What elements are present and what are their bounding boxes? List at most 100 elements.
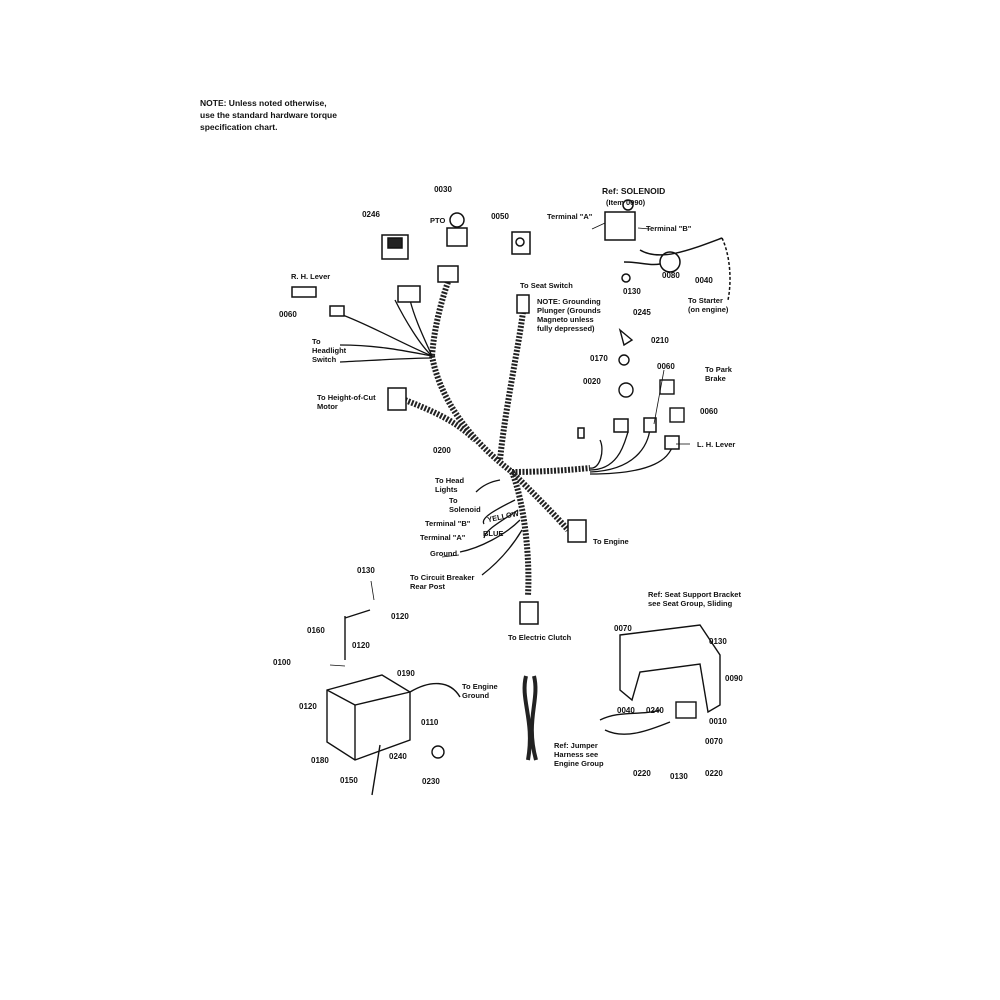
part-0060-label-b: 0060 <box>657 362 675 371</box>
part-0210-label: 0210 <box>651 336 669 345</box>
label-line: Solenoid <box>449 505 481 514</box>
part-0120-label-c: 0120 <box>299 702 317 711</box>
label-line: Harness see <box>554 750 599 759</box>
part-0230-label: 0230 <box>422 777 440 786</box>
part-0170-label: 0170 <box>590 354 608 363</box>
part-0130-label-d: 0130 <box>670 772 688 781</box>
to-starter-label: To Starter (on engine) <box>688 296 728 314</box>
part-0060-label-a: 0060 <box>279 310 297 319</box>
terminal-a-mid-label: Terminal "A" <box>420 533 466 542</box>
part-0050-label: 0050 <box>491 212 509 221</box>
part-0130-label-a: 0130 <box>623 287 641 296</box>
circuit-breaker-label: To Circuit Breaker Rear Post <box>410 573 474 591</box>
ref-solenoid-label: Ref: SOLENOID <box>602 186 666 196</box>
terminal-b-top-label: Terminal "B" <box>646 224 692 233</box>
thin-wires <box>339 299 673 576</box>
to-engine-ground-label: To Engine Ground <box>462 682 498 700</box>
part-0020-label: 0020 <box>583 377 601 386</box>
part-0240-label-b: 0240 <box>646 706 664 715</box>
part-0010-label: 0010 <box>709 717 727 726</box>
item-0090-label: (Item 0090) <box>606 198 646 207</box>
electric-clutch-label: To Electric Clutch <box>508 633 572 642</box>
part-0220-label-b: 0220 <box>705 769 723 778</box>
part-0120-label-b: 0120 <box>352 641 370 650</box>
part-0080-label: 0080 <box>662 271 680 280</box>
battery-0180 <box>326 609 461 796</box>
part-0180-label: 0180 <box>311 756 329 765</box>
part-0120-label-a: 0120 <box>391 612 409 621</box>
label-line: Lights <box>435 485 458 494</box>
part-0090-label: 0090 <box>725 674 743 683</box>
part-0240-label-a: 0240 <box>389 752 407 761</box>
seat-switch-0050 <box>511 231 531 255</box>
label-line: see Seat Group, Sliding <box>648 599 733 608</box>
label-line: (on engine) <box>688 305 729 314</box>
part-0246-label: 0246 <box>362 210 380 219</box>
label-line: Brake <box>705 374 726 383</box>
grounding-note: NOTE: Grounding Plunger (Grounds Magneto… <box>537 297 601 333</box>
label-line: Magneto unless <box>537 315 594 324</box>
lh-lever-label: L. H. Lever <box>697 440 736 449</box>
small-parts <box>618 328 685 423</box>
part-0030-label: 0030 <box>434 185 452 194</box>
to-park-brake-label: To Park Brake <box>705 365 732 383</box>
part-0190-label: 0190 <box>397 669 415 678</box>
part-0220-label-a: 0220 <box>633 769 651 778</box>
label-line: To <box>449 496 458 505</box>
pto-switch-0030 <box>446 212 468 247</box>
part-0070-label-b: 0070 <box>705 737 723 746</box>
part-0040-label-a: 0040 <box>695 276 713 285</box>
part-0040-label-b: 0040 <box>617 706 635 715</box>
to-head-lights-label: To Head Lights <box>435 476 464 494</box>
terminal-a-top-label: Terminal "A" <box>547 212 593 221</box>
ref-seat-support-label: Ref: Seat Support Bracket see Seat Group… <box>648 590 741 608</box>
blue-wire-label: BLUE <box>483 529 504 538</box>
main-harness-0200 <box>403 281 591 596</box>
jumper-harness-label: Ref: Jumper Harness see Engine Group <box>554 741 604 768</box>
solenoid-0090 <box>604 199 731 301</box>
harness-connectors <box>329 265 680 625</box>
note-line-3: specification chart. <box>200 122 278 132</box>
label-line: Rear Post <box>410 582 446 591</box>
note-line-1: NOTE: Unless noted otherwise, <box>200 98 327 108</box>
headlight-switch-label: To Headlight Switch <box>312 337 346 364</box>
leader-lines <box>329 222 690 667</box>
label-line: Engine Group <box>554 759 604 768</box>
part-0070-label-a: 0070 <box>614 624 632 633</box>
seat-switch-label: To Seat Switch <box>520 281 573 290</box>
label-line: Plunger (Grounds <box>537 306 601 315</box>
part-0200-label: 0200 <box>433 446 451 455</box>
label-line: To Starter <box>688 296 723 305</box>
part-0150-label: 0150 <box>340 776 358 785</box>
to-solenoid-label: To Solenoid <box>449 496 481 514</box>
note-line-2: use the standard hardware torque <box>200 110 337 120</box>
label-line: To Engine <box>462 682 498 691</box>
jumper-harness <box>522 675 538 761</box>
label-line: Switch <box>312 355 337 364</box>
torque-note: NOTE: Unless noted otherwise, use the st… <box>200 97 337 133</box>
label-line: Headlight <box>312 346 347 355</box>
label-line: To Park <box>705 365 732 374</box>
label-line: To Circuit Breaker <box>410 573 475 582</box>
label-line: To Head <box>435 476 465 485</box>
to-engine-label: To Engine <box>593 537 629 546</box>
part-0160-label: 0160 <box>307 626 325 635</box>
part-0100-label: 0100 <box>273 658 291 667</box>
label-line: Ref: Seat Support Bracket <box>648 590 741 599</box>
label-line: Ref: Jumper <box>554 741 598 750</box>
label-line: Ground <box>462 691 490 700</box>
part-0245-label: 0245 <box>633 308 651 317</box>
seat-support-bracket <box>599 624 721 735</box>
label-line: NOTE: Grounding <box>537 297 601 306</box>
part-0060-label-c: 0060 <box>700 407 718 416</box>
part-0130-label-b: 0130 <box>357 566 375 575</box>
terminal-b-mid-label: Terminal "B" <box>425 519 471 528</box>
height-of-cut-label: To Height-of-Cut Motor <box>317 393 376 411</box>
ground-label: Ground <box>430 549 458 558</box>
label-line: To Height-of-Cut <box>317 393 376 402</box>
rh-lever-0060 <box>291 286 317 298</box>
rh-lever-label: R. H. Lever <box>291 272 331 281</box>
switch-0246 <box>381 234 409 260</box>
